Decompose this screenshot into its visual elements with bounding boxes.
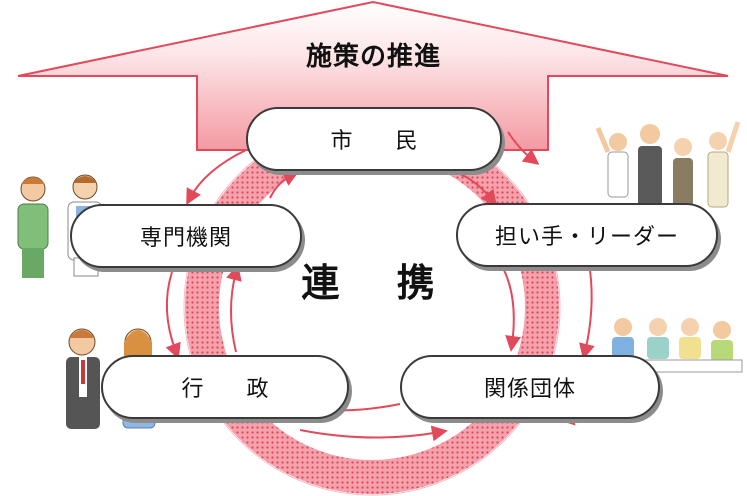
policy-promotion-title: 施策の推進: [305, 42, 441, 72]
meeting-group-icon: [605, 318, 743, 373]
flow-arrow: [269, 171, 300, 199]
up-arrow-shape: [17, 0, 729, 151]
flow-arrow: [186, 149, 247, 206]
flow-arrow: [459, 173, 497, 207]
node-specialist-institutions: 専門機関: [70, 204, 302, 268]
node-leaders: 担い手・リーダー: [456, 203, 718, 267]
node-related-organizations: 関係団体: [400, 355, 660, 419]
node-administration: 行 政: [101, 355, 349, 419]
cooperation-label: 連 携: [301, 261, 457, 305]
flow-arrow: [165, 271, 181, 360]
flow-arrow: [579, 269, 595, 360]
flow-arrow: [226, 264, 242, 353]
flow-arrow: [503, 269, 522, 352]
cheering-people-icon: [595, 121, 741, 208]
flow-arrow: [299, 425, 448, 442]
flow-arrow: [507, 131, 540, 165]
node-citizens: 市 民: [246, 107, 502, 171]
